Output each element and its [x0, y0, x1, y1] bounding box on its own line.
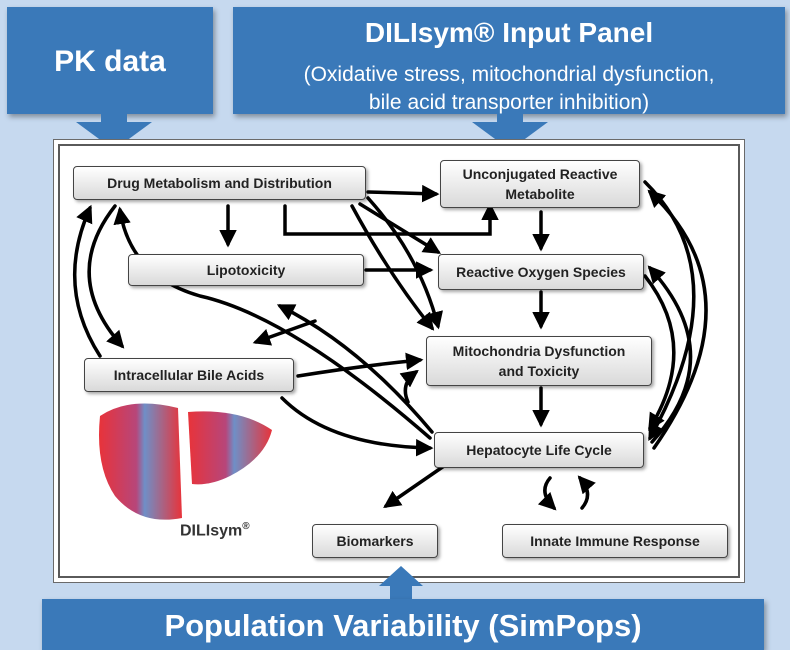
input-panel-subtitle-line2: bile acid transporter inhibition) — [368, 91, 650, 114]
input-panel-title: DILIsym® Input Panel — [364, 17, 654, 48]
brand-mark: ® — [242, 521, 250, 532]
edge-drug-ros — [358, 202, 441, 254]
edge-drug-mito-2 — [366, 196, 443, 330]
node-mito-label-2: and Toxicity — [498, 363, 580, 379]
input-arrow-stem — [497, 114, 523, 124]
node-biomarkers-label: Biomarkers — [336, 533, 414, 549]
population-variability-box: Population Variability (SimPops) — [42, 599, 764, 650]
pk-arrow-stem — [101, 114, 127, 124]
input-panel-subtitle-line1: (Oxidative stress, mitochondrial dysfunc… — [303, 63, 715, 86]
edge-drug-unconjugated-direct — [366, 184, 440, 203]
edge-hepatocyte-ros — [647, 265, 693, 444]
diagram-panel: Drug Metabolism and Distribution Unconju… — [58, 144, 740, 578]
edge-unconjugated-hepatocyte — [643, 180, 696, 442]
pk-data-box: PK data — [7, 7, 213, 114]
edge-hepatocyte-mito-small — [399, 369, 419, 404]
node-bile-acids-label: Intracellular Bile Acids — [113, 367, 265, 383]
brand-name: DILIsym — [180, 522, 243, 540]
node-lipotoxicity: Lipotoxicity — [128, 254, 364, 286]
node-hepatocyte-label: Hepatocyte Life Cycle — [466, 442, 612, 458]
pop-up-arrow — [379, 566, 423, 586]
edge-innate-hepatocyte — [577, 475, 596, 510]
node-innate-immune-response: Innate Immune Response — [502, 524, 728, 558]
node-mitochondria-dysfunction: Mitochondria Dysfunction and Toxicity — [426, 336, 652, 386]
node-drug-metabolism-label: Drug Metabolism and Distribution — [107, 175, 332, 191]
edge-ros-hepatocyte — [643, 274, 676, 431]
edge-hepatocyte-lipo — [276, 304, 434, 434]
node-biomarkers: Biomarkers — [312, 524, 438, 558]
diagram-edges — [72, 180, 708, 520]
edge-bile-drug — [72, 204, 102, 358]
node-mito-label-1: Mitochondria Dysfunction — [452, 343, 626, 359]
edge-hepatocyte-innate — [537, 476, 557, 511]
edge-hepatocyte-drug — [113, 206, 432, 440]
node-innate-immune-label: Innate Immune Response — [530, 533, 700, 549]
dilisym-brand: DILIsym® — [180, 521, 250, 540]
edge-bile-hepatocyte — [280, 396, 434, 457]
node-unconjugated-label-2: Metabolite — [505, 186, 575, 202]
edge-hepatocyte-bile — [252, 319, 317, 346]
node-unconjugated-label-1: Unconjugated Reactive — [462, 166, 618, 182]
node-drug-metabolism: Drug Metabolism and Distribution — [73, 166, 366, 200]
liver-graphic — [99, 403, 272, 520]
edge-bile-mito — [296, 352, 424, 378]
node-reactive-oxygen-species: Reactive Oxygen Species — [438, 254, 644, 290]
node-intracellular-bile-acids: Intracellular Bile Acids — [84, 358, 294, 392]
population-variability-label: Population Variability (SimPops) — [164, 608, 642, 643]
input-panel-box: DILIsym® Input Panel (Oxidative stress, … — [233, 7, 785, 114]
edge-drug-unconjugated — [283, 202, 499, 236]
node-unconjugated-metabolite: Unconjugated Reactive Metabolite — [440, 160, 640, 208]
edge-drug-bile — [87, 204, 125, 349]
node-hepatocyte-life-cycle: Hepatocyte Life Cycle — [434, 432, 644, 468]
pk-data-label: PK data — [54, 45, 166, 78]
node-lipotoxicity-label: Lipotoxicity — [206, 262, 286, 278]
node-ros-label: Reactive Oxygen Species — [456, 264, 626, 280]
edge-hepatocyte-biomarkers — [383, 464, 446, 508]
